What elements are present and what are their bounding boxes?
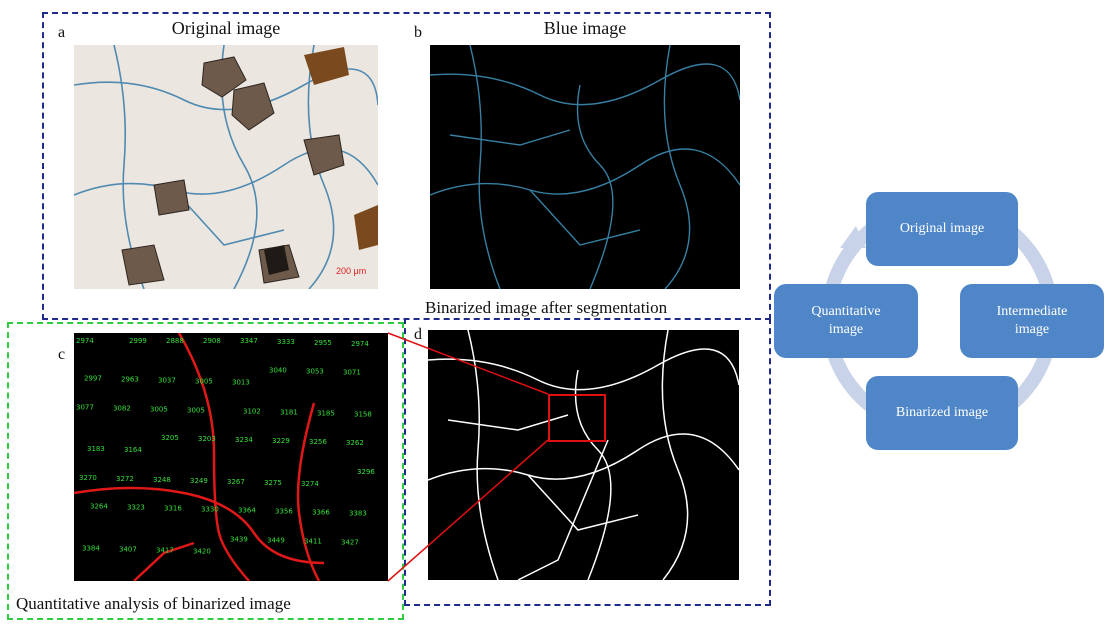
region-label: 2974 <box>351 340 369 348</box>
panel-a-letter: a <box>58 24 66 41</box>
region-label: 3420 <box>193 547 211 555</box>
region-label: 3449 <box>267 536 285 544</box>
region-label: 3316 <box>164 505 182 513</box>
cycle-node-original: Original image <box>866 192 1018 266</box>
zoom-region-box <box>548 394 606 442</box>
cycle-node-original-label: Original image <box>899 221 985 236</box>
region-label: 3296 <box>357 468 375 476</box>
region-label: 3383 <box>349 510 367 518</box>
region-label: 3071 <box>343 369 361 377</box>
cycle-node-quantitative-label: Quantitative image <box>811 304 881 337</box>
panel-c-letter: c <box>58 346 66 363</box>
region-label: 3181 <box>280 408 298 416</box>
panel-b-title: Blue image <box>543 18 627 38</box>
region-label: 3417 <box>156 546 174 554</box>
region-label: 3267 <box>227 478 245 486</box>
cycle-node-quantitative: Quantitative image <box>774 284 918 358</box>
region-label: 3082 <box>113 404 131 412</box>
region-label: 3427 <box>341 538 359 546</box>
cycle-node-intermediate: Intermediate image <box>960 284 1104 358</box>
region-label: 3013 <box>232 379 250 387</box>
region-label: 3366 <box>312 509 330 517</box>
cycle-arrowhead <box>840 226 866 248</box>
panel-c-caption: Quantitative analysis of binarized image <box>16 594 291 613</box>
region-label: 3185 <box>317 409 335 417</box>
region-label: 2955 <box>314 339 332 347</box>
cycle-node-binarized-label: Binarized image <box>895 405 989 420</box>
region-label: 3333 <box>277 338 295 346</box>
region-label: 3323 <box>127 504 145 512</box>
cycle-node-binarized: Binarized image <box>866 376 1018 450</box>
region-label: 3248 <box>153 476 171 484</box>
region-label: 3164 <box>124 446 142 454</box>
quantitative-image-graphic: 2974 2999 2888 2908 3347 3333 2955 2974 2997 2963… <box>74 333 388 581</box>
region-label: 3275 <box>264 479 282 487</box>
region-label: 3183 <box>87 445 105 453</box>
region-label: 3274 <box>301 480 319 488</box>
region-label: 3005 <box>195 378 213 386</box>
region-label: 2974 <box>76 337 94 345</box>
region-label: 3040 <box>269 367 287 375</box>
panel-b-letter: b <box>414 24 422 41</box>
region-label: 3256 <box>309 438 327 446</box>
blue-image-graphic <box>430 45 740 289</box>
region-label: 2963 <box>121 376 139 384</box>
region-label: 3439 <box>230 535 248 543</box>
region-label: 3356 <box>275 508 293 516</box>
region-label: 3270 <box>79 474 97 482</box>
region-label: 2999 <box>129 337 147 345</box>
original-image <box>74 45 378 289</box>
cycle-node-intermediate-label: Intermediate image <box>996 304 1068 337</box>
panel-a-title: Original image <box>171 18 281 38</box>
region-label: 2908 <box>203 337 221 345</box>
panel-ab-frame <box>42 12 771 320</box>
region-label: 3077 <box>76 403 94 411</box>
region-label: 3347 <box>240 337 258 345</box>
region-label: 3272 <box>116 475 134 483</box>
region-label: 3005 <box>150 405 168 413</box>
region-label: 3262 <box>346 439 364 447</box>
scale-bar-label: 200 μm <box>336 266 367 276</box>
region-label: 3249 <box>190 477 208 485</box>
region-label: 2997 <box>84 375 102 383</box>
quantitative-image: 2974 2999 2888 2908 3347 3333 2955 2974 2997 2963… <box>74 333 388 581</box>
blue-image <box>430 45 740 289</box>
region-label: 3364 <box>238 507 256 515</box>
region-label: 3005 <box>187 406 205 414</box>
region-label: 3037 <box>158 377 176 385</box>
region-label: 2888 <box>166 337 184 345</box>
original-image-graphic <box>74 45 378 289</box>
region-label: 3330 <box>201 506 219 514</box>
region-label: 3205 <box>161 434 179 442</box>
panel-d-caption: Binarized image after segmentation <box>425 298 668 317</box>
region-label: 3053 <box>306 368 324 376</box>
region-label: 3203 <box>198 435 216 443</box>
region-label: 3411 <box>304 537 322 545</box>
region-label: 3407 <box>119 545 137 553</box>
region-label: 3384 <box>82 544 100 552</box>
region-label: 3158 <box>354 410 372 418</box>
region-label: 3229 <box>272 437 290 445</box>
region-label: 3234 <box>235 436 253 444</box>
region-label: 3264 <box>90 503 108 511</box>
region-label: 3102 <box>243 407 261 415</box>
